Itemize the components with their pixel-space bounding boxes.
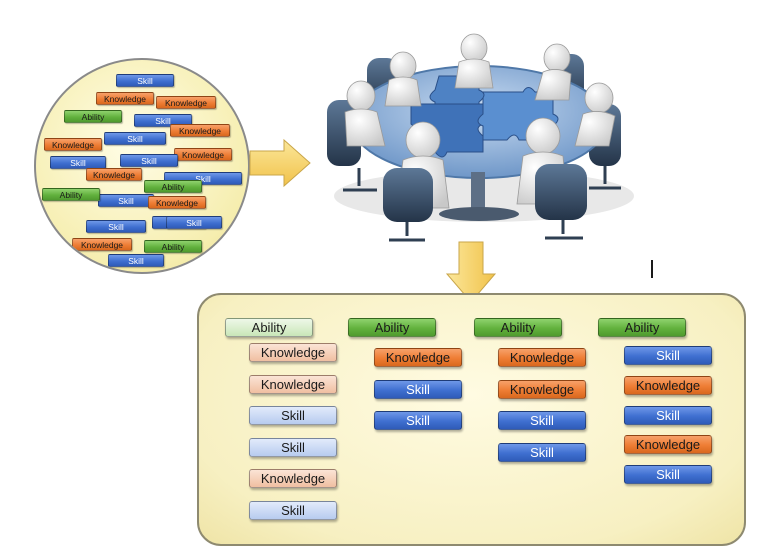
skill-chip: Skill [134,114,192,127]
group2-skill-chip: Skill [374,411,462,430]
team-meeting-puzzle-table-icon [327,33,653,278]
group1-knowledge-chip: Knowledge [249,375,337,394]
group4-skill-chip: Skill [624,465,712,484]
group1-knowledge-chip: Knowledge [249,343,337,362]
knowledge-chip: Knowledge [156,96,216,109]
group1-skill-chip: Skill [249,501,337,520]
skill-chip: Skill [166,216,222,229]
skill-chip: Skill [98,194,154,207]
group4-skill-chip: Skill [624,406,712,425]
skill-chip: Skill [86,220,146,233]
knowledge-chip: Knowledge [170,124,230,137]
group3-skill-chip: Skill [498,443,586,462]
knowledge-chip: Knowledge [148,196,206,209]
group1-knowledge-chip: Knowledge [249,469,337,488]
group3-knowledge-chip: Knowledge [498,380,586,399]
ability-chip: Ability [144,180,202,193]
skill-chip: Skill [116,74,174,87]
knowledge-chip: Knowledge [44,138,102,151]
ability-chip: Ability [144,240,202,253]
skill-chip: Skill [50,156,106,169]
knowledge-chip: Knowledge [96,92,154,105]
knowledge-chip: Knowledge [174,148,232,161]
group2-knowledge-chip: Knowledge [374,348,462,367]
group1-ability-chip: Ability [225,318,313,337]
ability-chip: Ability [42,188,100,201]
skill-chip: Skill [120,154,178,167]
group4-ability-chip: Ability [598,318,686,337]
knowledge-chip: Knowledge [86,168,142,181]
arrow-down-icon [445,241,497,303]
skill-chip: Skill [108,254,164,267]
group1-skill-chip: Skill [249,438,337,457]
group3-ability-chip: Ability [474,318,562,337]
group4-skill-chip: Skill [624,346,712,365]
ability-chip: Ability [64,110,122,123]
group1-skill-chip: Skill [249,406,337,425]
group4-knowledge-chip: Knowledge [624,435,712,454]
knowledge-chip: Knowledge [72,238,132,251]
group3-skill-chip: Skill [498,411,586,430]
arrow-right-icon [249,138,311,188]
group3-knowledge-chip: Knowledge [498,348,586,367]
group2-skill-chip: Skill [374,380,462,399]
skill-chip: Skill [104,132,166,145]
group2-ability-chip: Ability [348,318,436,337]
group4-knowledge-chip: Knowledge [624,376,712,395]
